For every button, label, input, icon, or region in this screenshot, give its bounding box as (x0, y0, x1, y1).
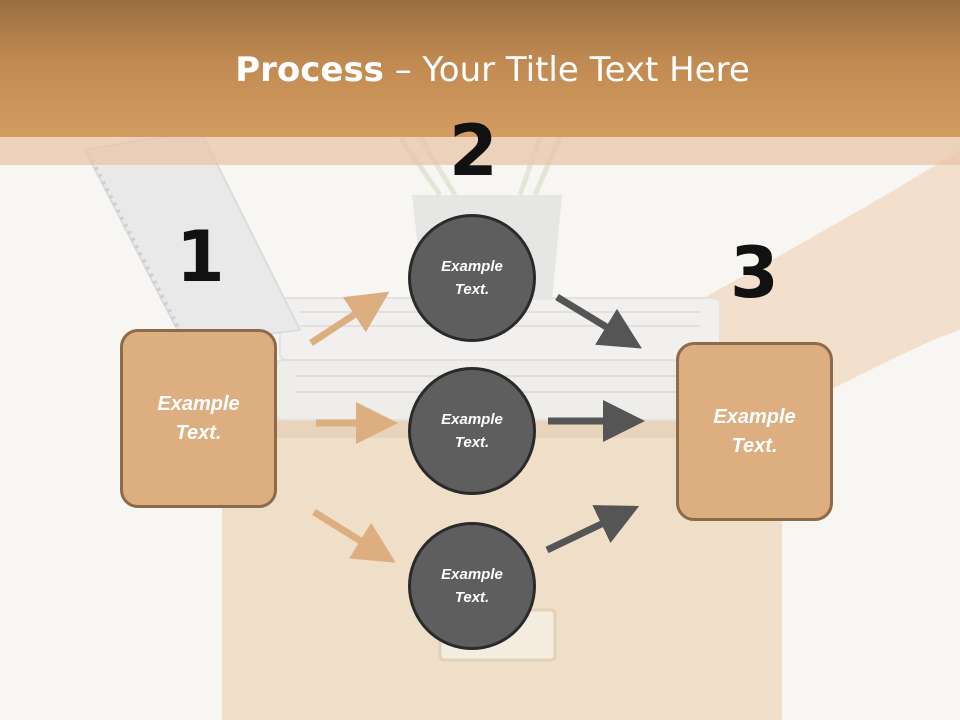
step-number-2: 2 (449, 110, 498, 192)
step-number-3: 3 (730, 232, 779, 314)
step-circle-2: Example Text. (408, 367, 536, 495)
arrow-circle1-to-box3 (555, 294, 642, 349)
slide-title: Process – Your Title Text Here (0, 50, 960, 90)
slide-title-rest: – Your Title Text Here (383, 50, 750, 90)
title-bar (0, 0, 960, 137)
step-number-1: 1 (176, 216, 225, 298)
step-circle-2-label: Example Text. (441, 411, 503, 451)
step-circle-1-label: Example Text. (441, 258, 503, 298)
step-circle-3: Example Text. (408, 522, 536, 650)
title-band (0, 137, 960, 165)
step-circle-3-label: Example Text. (441, 566, 503, 606)
step-circle-1: Example Text. (408, 214, 536, 342)
step-box-3: Example Text. (676, 342, 833, 521)
step-box-1-label: Example Text. (157, 392, 240, 444)
step-box-3-label: Example Text. (713, 405, 796, 457)
arrow-box1-to-circle3 (312, 509, 396, 563)
arrow-circle3-to-box3 (545, 505, 640, 554)
arrow-box1-to-circle1 (309, 291, 390, 346)
step-box-1: Example Text. (120, 329, 277, 508)
slide-title-bold: Process (235, 50, 384, 90)
